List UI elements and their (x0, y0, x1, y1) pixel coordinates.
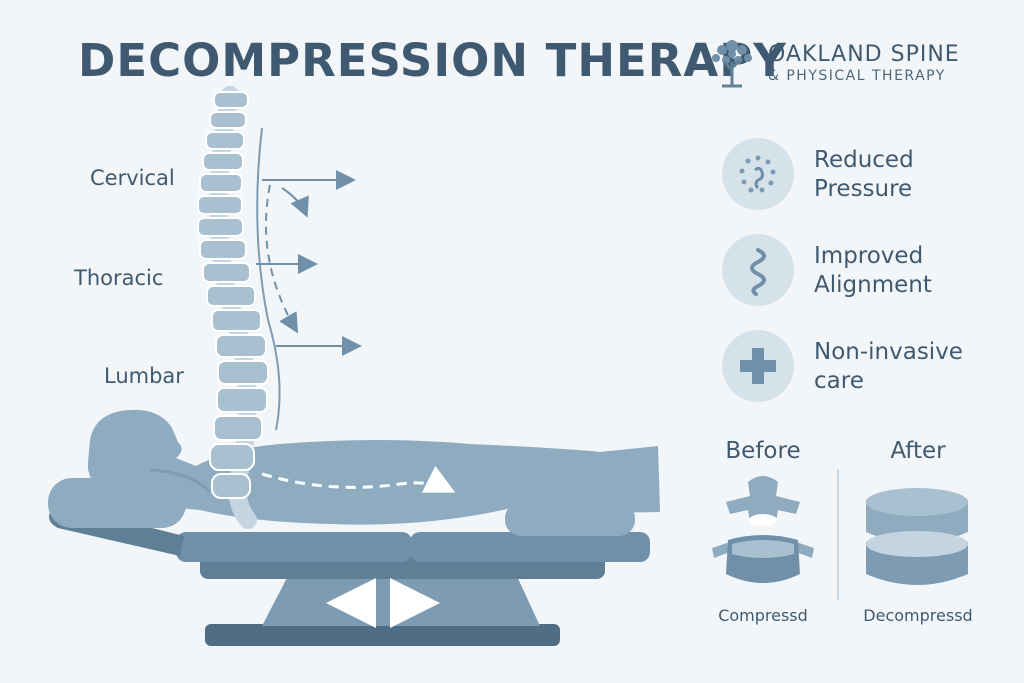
after-heading: After (890, 438, 946, 464)
label-cervical: Cervical (90, 166, 175, 190)
brand-name: OAKLAND SPINE (768, 42, 960, 67)
decompressed-disc-icon (866, 488, 968, 585)
pressure-dots-icon (722, 138, 794, 210)
benefit-non-invasive-care: Non-invasive care (722, 330, 1022, 404)
spine-curve-icon (722, 234, 794, 306)
benefit-label: Reduced Pressure (814, 147, 914, 202)
compressed-disc-icon (712, 476, 814, 583)
after-caption: Decompressd (863, 606, 973, 625)
page-title: DECOMPRESSION THERAPY (78, 34, 787, 87)
disc-comparison (712, 470, 968, 600)
before-heading: Before (725, 438, 801, 464)
tree-logo-icon (712, 40, 752, 88)
treatment-illustration (48, 86, 660, 646)
label-lumbar: Lumbar (104, 364, 184, 388)
benefit-improved-alignment: Improved Alignment (722, 234, 1022, 308)
spine-illustration (197, 86, 281, 529)
brand-subtitle: & PHYSICAL THERAPY (768, 68, 946, 84)
brand: OAKLAND SPINE & PHYSICAL THERAPY (708, 36, 959, 92)
before-caption: Compressd (718, 606, 808, 625)
benefit-label: Non-invasive care (814, 339, 963, 394)
benefit-reduced-pressure: Reduced Pressure (722, 138, 1022, 212)
label-thoracic: Thoracic (74, 266, 164, 290)
medical-cross-icon (722, 330, 794, 402)
benefit-label: Improved Alignment (814, 243, 932, 298)
patient-body (87, 409, 660, 525)
decompression-arrows (256, 170, 456, 493)
